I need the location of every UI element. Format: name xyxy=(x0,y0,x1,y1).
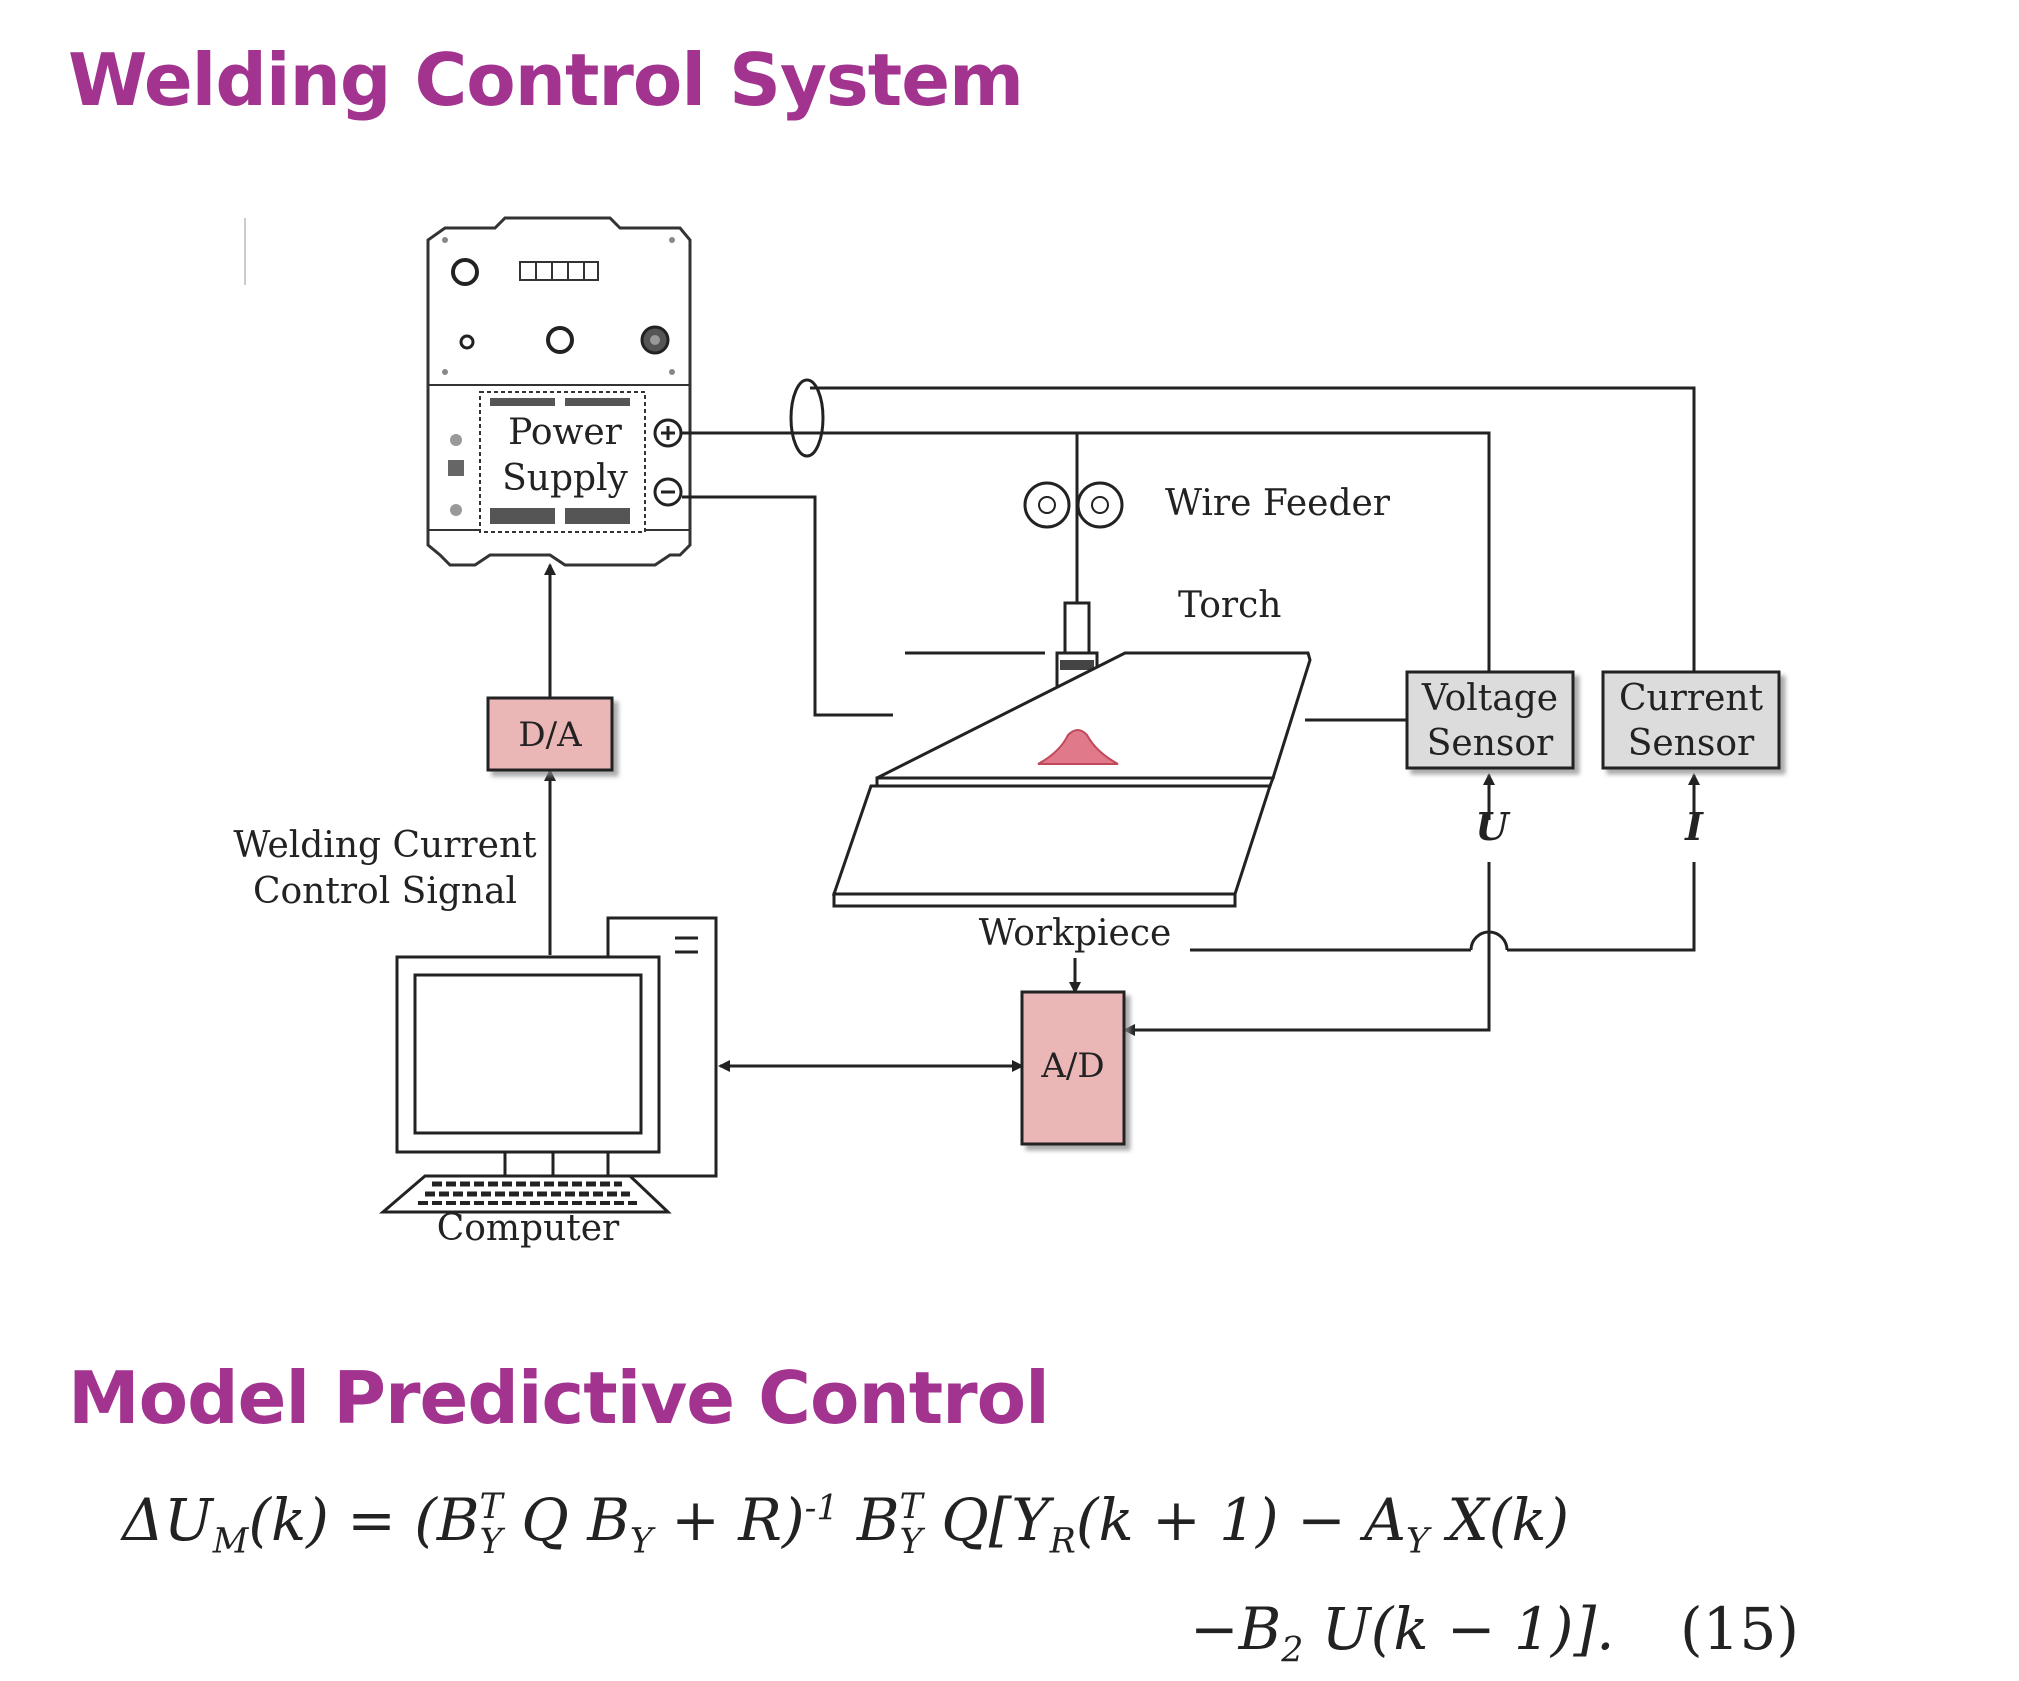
voltage-sensor-label-line1: Voltage xyxy=(1421,678,1558,719)
power-supply-label-line2: Supply xyxy=(502,458,628,499)
weld-arc-icon xyxy=(1037,729,1119,765)
dial-icon xyxy=(546,326,574,354)
power-supply-label-line1: Power xyxy=(508,412,623,453)
mpc-equation-line2: −B2 U(k − 1)]. xyxy=(1190,1595,1615,1671)
wire-feeder-label: Wire Feeder xyxy=(1165,483,1391,524)
current-sensor-box: Current Sensor xyxy=(1601,670,1781,770)
welding-control-system-title: Welding Control System xyxy=(68,38,1024,122)
workpiece-label: Workpiece xyxy=(979,913,1172,954)
display-icon xyxy=(519,261,599,281)
voltage-sensor-label-line2: Sensor xyxy=(1427,723,1554,764)
ad-converter-label: A/D xyxy=(1040,1046,1104,1086)
power-knob-icon xyxy=(451,258,479,286)
computer-label: Computer xyxy=(437,1208,620,1249)
computer-icon xyxy=(378,916,718,1214)
workpiece-icon xyxy=(831,651,1312,908)
power-supply-unit: Power Supply xyxy=(426,216,692,567)
current-symbol: I xyxy=(1684,804,1704,849)
wire-feeder-icon xyxy=(1023,481,1124,529)
equation-number: (15) xyxy=(1680,1595,1800,1663)
da-converter-label: D/A xyxy=(518,715,582,755)
current-sensor-label-line2: Sensor xyxy=(1628,723,1755,764)
current-clamp-icon xyxy=(789,378,825,458)
voltage-symbol: U xyxy=(1475,804,1511,849)
ad-converter-box: A/D xyxy=(1020,990,1126,1146)
current-sensor-label-line1: Current xyxy=(1619,678,1764,719)
voltage-sensor-box: Voltage Sensor xyxy=(1405,670,1575,770)
control-signal-label-line1: Welding Current xyxy=(233,825,537,866)
torch-label: Torch xyxy=(1178,585,1281,626)
da-converter-box: D/A xyxy=(486,696,614,772)
model-predictive-control-title: Model Predictive Control xyxy=(68,1356,1050,1440)
control-signal-label-line2: Control Signal xyxy=(253,871,517,912)
